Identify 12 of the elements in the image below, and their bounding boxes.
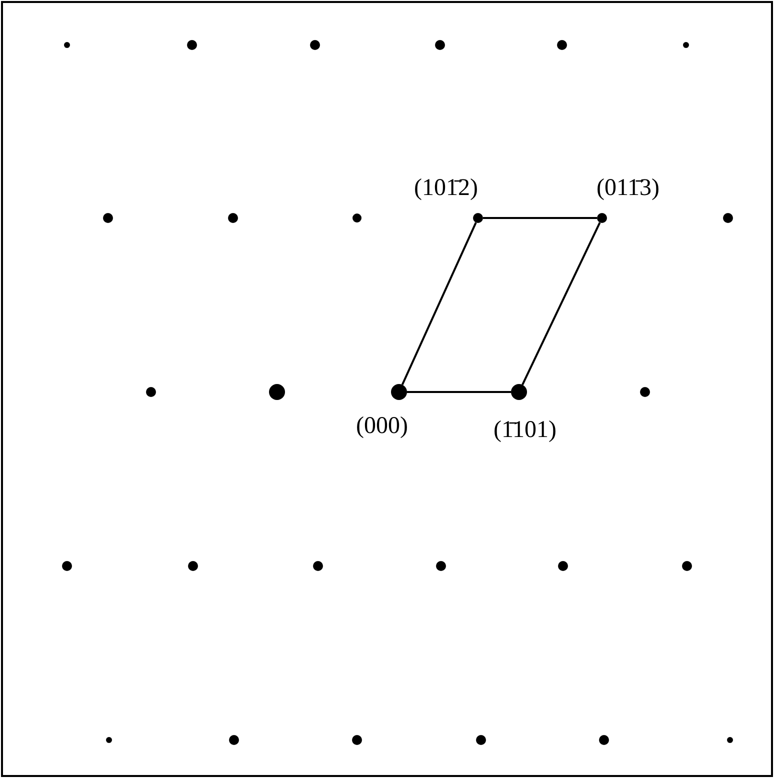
lattice-cell-line [407, 391, 511, 393]
lattice-cell-line [483, 217, 597, 219]
lattice-point [597, 213, 607, 223]
lattice-point [473, 213, 483, 223]
lattice-cell-line [401, 222, 477, 386]
lattice-point [391, 384, 407, 400]
miller-index-label: (011̄3) [596, 176, 660, 200]
miller-index-label: (101̄2) [414, 176, 478, 200]
miller-index-label: (000) [356, 414, 408, 438]
lattice-cell-line [522, 222, 601, 386]
lattice-point [511, 384, 527, 400]
miller-index-label: (1̄101) [493, 418, 557, 442]
